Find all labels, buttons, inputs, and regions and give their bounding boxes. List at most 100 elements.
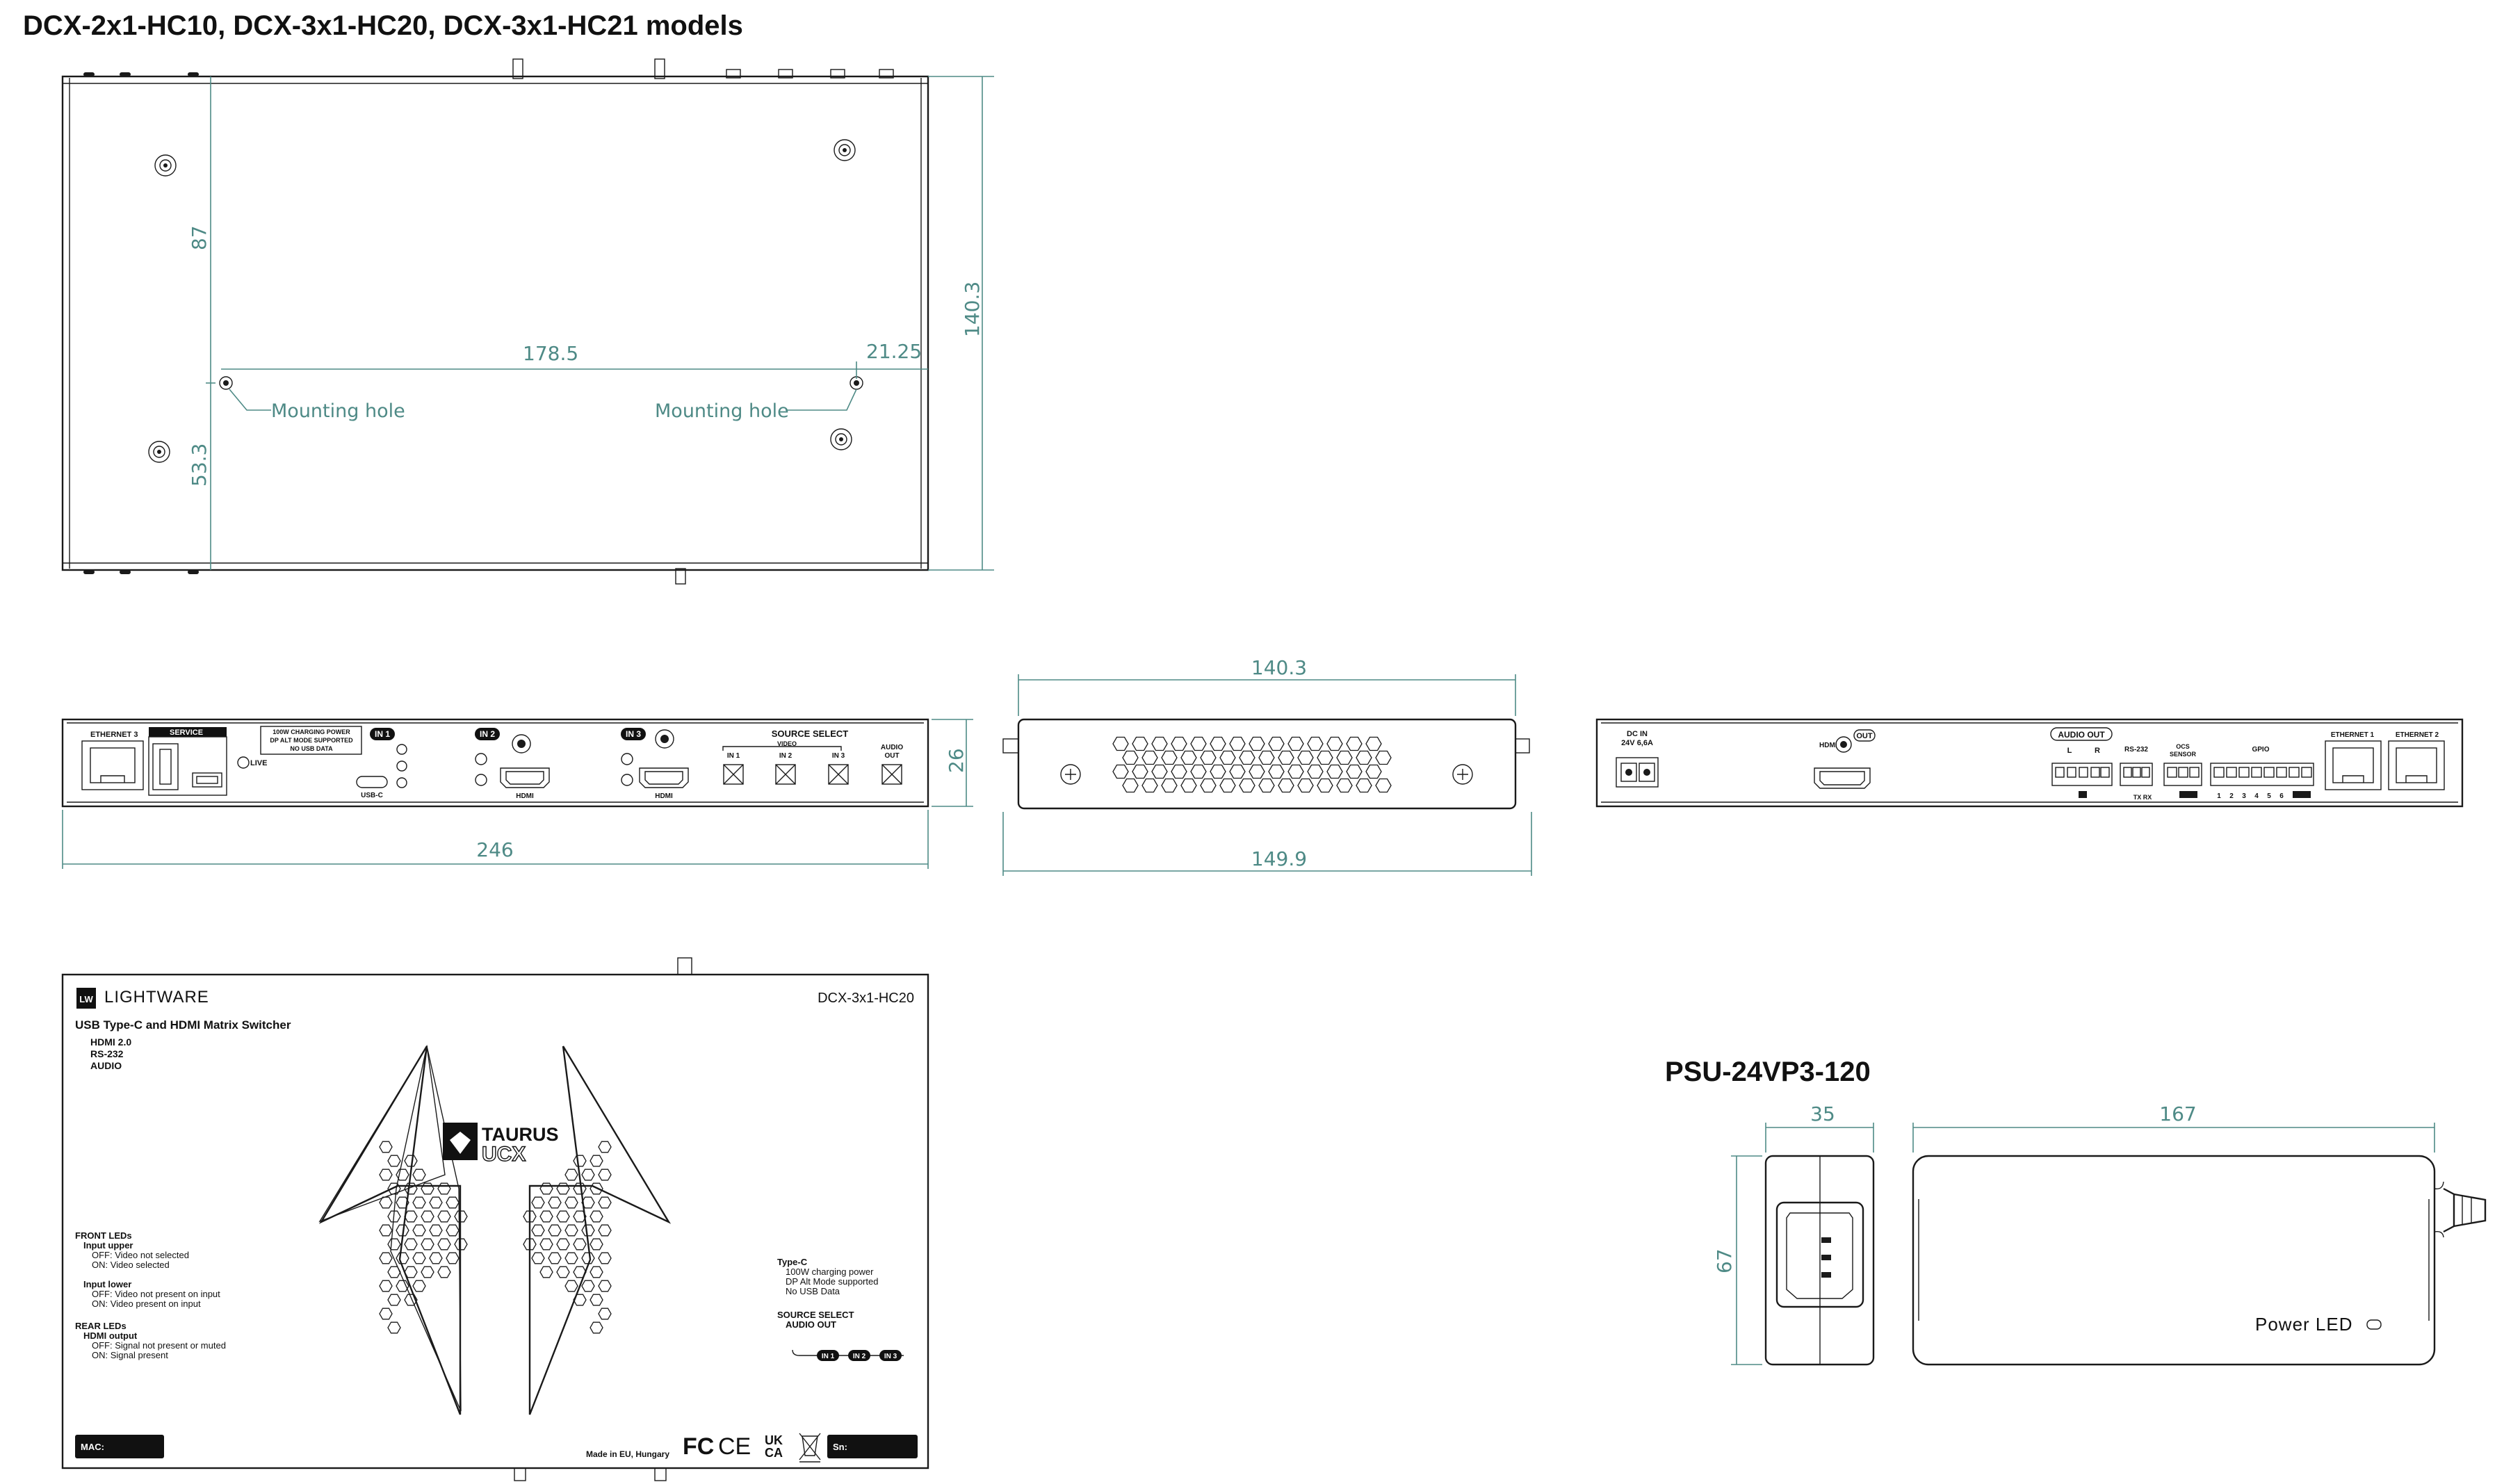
rear-hdmi-label: HDMI [1819,742,1837,749]
ukca-mark-top: UK [765,1433,783,1447]
rs232-label: RS-232 [2124,746,2148,754]
usb-c-port-icon [356,776,388,788]
top-connector [677,957,692,975]
hdmi-port-icon [500,767,550,788]
sn-field [827,1435,918,1458]
terminal-block-audio-icon [2051,763,2113,798]
sn-label: Sn: [833,1442,847,1452]
in3-badge: IN 3 [626,729,641,739]
upper-on-text: ON: Video selected [92,1260,170,1270]
select-button-in1[interactable] [723,764,744,785]
led-icon [1835,736,1852,753]
usb-c-label: USB-C [361,792,383,799]
device-label-outline [61,973,929,1469]
source-select-chain: IN 1 IN 2 IN 3 [792,1349,904,1361]
gpio-pin-6: 6 [2279,792,2284,800]
screw-icon [154,154,177,177]
dim-26: 26 [945,748,968,773]
gpio-pin-5: 5 [2267,792,2271,800]
top-connector [879,69,894,79]
typec-line-3: No USB Data [786,1286,840,1296]
screw-icon [830,428,852,450]
iec-inlet-icon [1775,1201,1864,1308]
power-led-icon [2366,1319,2382,1330]
typec-title: Type-C [777,1257,808,1267]
device-rear-outline [1595,718,2464,808]
power-led-label: Power LED [2255,1314,2353,1335]
audio-r-label: R [2095,747,2100,755]
product-name: USB Type-C and HDMI Matrix Switcher [75,1018,291,1032]
input-lower-label: Input lower [83,1279,131,1289]
ethernet-port-icon [2325,740,2382,790]
ethernet-port-icon [81,740,144,790]
typec-line-2: DP Alt Mode supported [786,1276,878,1287]
psu-section: PSU-24VP3-120 35 67 Power LED [1665,1057,2487,1366]
brand-name: LIGHTWARE [104,988,209,1007]
select-in3-label: IN 3 [832,752,845,760]
side-connector [1002,738,1019,754]
psu-dim-35: 35 [1810,1102,1835,1125]
select-button-in2[interactable] [775,764,796,785]
lower-on-text: ON: Video present on input [92,1298,201,1309]
vent-pattern [1112,736,1392,793]
rear-view: DC IN 24V 6,6A HDMI OUT AUDIO OUT L R RS… [1595,718,2464,808]
top-connector [778,69,793,79]
tx-rx-label: TX RX [2133,794,2152,801]
upper-off-text: OFF: Video not selected [92,1250,189,1260]
dim-21-25: 21.25 [866,340,922,363]
source-select-label: SOURCE SELECT [772,728,849,739]
left-arrow-top [318,1044,446,1223]
hex-pattern [379,1141,612,1334]
audio-jack-icon [512,734,531,754]
screw-icon [1060,764,1081,785]
audio-out-badge: AUDIO OUT [2058,730,2105,740]
mounting-hole-icon [219,376,233,390]
typec-line-1: 100W charging power [786,1267,874,1277]
weee-bin-icon [799,1433,821,1463]
screw-icon [148,441,170,463]
top-view: 87 53.3 178.5 21.25 140.3 Mounting hole … [61,58,994,585]
usb-a-port-icon [152,743,179,790]
gpio-pin-4: 4 [2254,792,2259,800]
dc-in-rating: 24V 6,6A [1621,739,1653,747]
ukca-mark-bottom: CA [765,1446,783,1460]
charge-line-1: 100W CHARGING POWER [273,728,350,735]
video-label: VIDEO [777,740,797,747]
dim-178-5: 178.5 [523,342,578,365]
dc-in-label: DC IN [1627,730,1648,738]
model-name: DCX-3x1-HC20 [818,991,914,1006]
audio-out-label-1: AUDIO [881,744,903,751]
rear-leds-title: REAR LEDs [75,1321,127,1331]
hdmi-output-label: HDMI output [83,1330,138,1341]
hdmi-label-1: HDMI [516,792,534,800]
psu-dim-67: 67 [1713,1248,1736,1273]
feature-audio: AUDIO [90,1060,122,1071]
terminal-block-ocs-icon [2163,763,2202,798]
svg-text:TAURUS: TAURUS [482,1124,559,1145]
charge-line-2: DP ALT MODE SUPPORTED [270,737,353,744]
mounting-hole-label-right: Mounting hole [655,400,789,422]
dc-power-connector-icon [1616,757,1659,788]
gpio-pin-3: 3 [2242,792,2246,800]
dim-140-3-side: 140.3 [1251,656,1307,679]
in2-badge: IN 2 [480,729,495,739]
dim-53-3: 53.3 [188,443,211,487]
front-view: ETHERNET 3 SERVICE LIVE 100W CHARGING PO… [61,718,973,869]
live-led-icon [237,756,250,769]
gpio-pin-2: 2 [2229,792,2234,800]
svg-text:IN 3: IN 3 [884,1353,897,1360]
dim-140-3-vertical: 140.3 [961,282,984,337]
dim-246: 246 [476,838,513,861]
psu-title: PSU-24VP3-120 [1665,1057,1871,1087]
select-button-audio[interactable] [881,764,902,785]
hdmi-port-icon [1814,767,1871,789]
in1-badge: IN 1 [375,729,390,739]
screw-icon [1452,764,1473,785]
select-button-in3[interactable] [828,764,849,785]
terminal-block-rs232-icon [2120,763,2153,786]
svg-text:IN 2: IN 2 [853,1353,866,1360]
top-connector [726,69,741,79]
bottom-connector [514,1467,526,1481]
charge-line-3: NO USB DATA [290,745,333,752]
